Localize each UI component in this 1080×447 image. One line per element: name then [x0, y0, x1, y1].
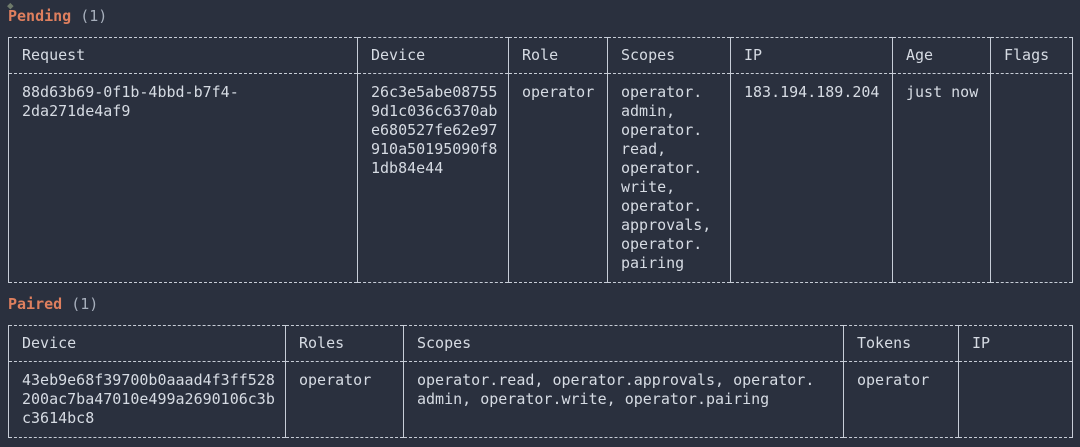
pending-header-role: Role: [508, 37, 608, 74]
pending-row: 88d63b69-0f1b-4bbd-b7f4-2da271de4af9 26c…: [8, 73, 1073, 283]
paired-count: (1): [71, 295, 99, 313]
paired-cell-scopes: operator.read, operator.approvals, opera…: [403, 361, 844, 438]
pending-cell-device: 26c3e5abe08755 9d1c036c6370ab e680527fe6…: [357, 73, 509, 283]
pending-table: Request Device Role Scopes IP Age Flags …: [8, 37, 1073, 283]
pending-header-row: Request Device Role Scopes IP Age Flags: [8, 37, 1073, 74]
paired-header-device: Device: [8, 325, 286, 362]
partial-diamond-icon: ◆: [7, 0, 14, 12]
paired-table: Device Roles Scopes Tokens IP 43eb9e68f3…: [8, 325, 1073, 438]
pending-header-age: Age: [892, 37, 991, 74]
pending-cell-role: operator: [508, 73, 608, 283]
paired-header-roles: Roles: [285, 325, 404, 362]
pending-header-request: Request: [8, 37, 358, 74]
pending-header-flags: Flags: [990, 37, 1073, 74]
paired-cell-tokens: operator: [843, 361, 959, 438]
paired-header-ip: IP: [958, 325, 1073, 362]
paired-row: 43eb9e68f39700b0aaad4f3ff528 200ac7ba470…: [8, 361, 1073, 438]
pending-header-device: Device: [357, 37, 509, 74]
pending-title: Pending: [8, 7, 72, 25]
pending-count: (1): [80, 7, 108, 25]
pending-cell-flags: [990, 73, 1073, 283]
paired-header-scopes: Scopes: [403, 325, 844, 362]
paired-section-heading: Paired (1): [8, 295, 1080, 314]
pending-section-heading: Pending (1): [8, 7, 1080, 26]
paired-cell-ip: [958, 361, 1073, 438]
pending-cell-age: just now: [892, 73, 991, 283]
paired-header-row: Device Roles Scopes Tokens IP: [8, 325, 1073, 362]
paired-header-tokens: Tokens: [843, 325, 959, 362]
pending-header-scopes: Scopes: [607, 37, 731, 74]
pending-header-ip: IP: [730, 37, 893, 74]
pending-cell-scopes: operator. admin, operator. read, operato…: [607, 73, 731, 283]
paired-title: Paired: [8, 295, 63, 313]
paired-cell-roles: operator: [285, 361, 404, 438]
paired-cell-device: 43eb9e68f39700b0aaad4f3ff528 200ac7ba470…: [8, 361, 286, 438]
pending-cell-ip: 183.194.189.204: [730, 73, 893, 283]
pending-cell-request: 88d63b69-0f1b-4bbd-b7f4-2da271de4af9: [8, 73, 358, 283]
